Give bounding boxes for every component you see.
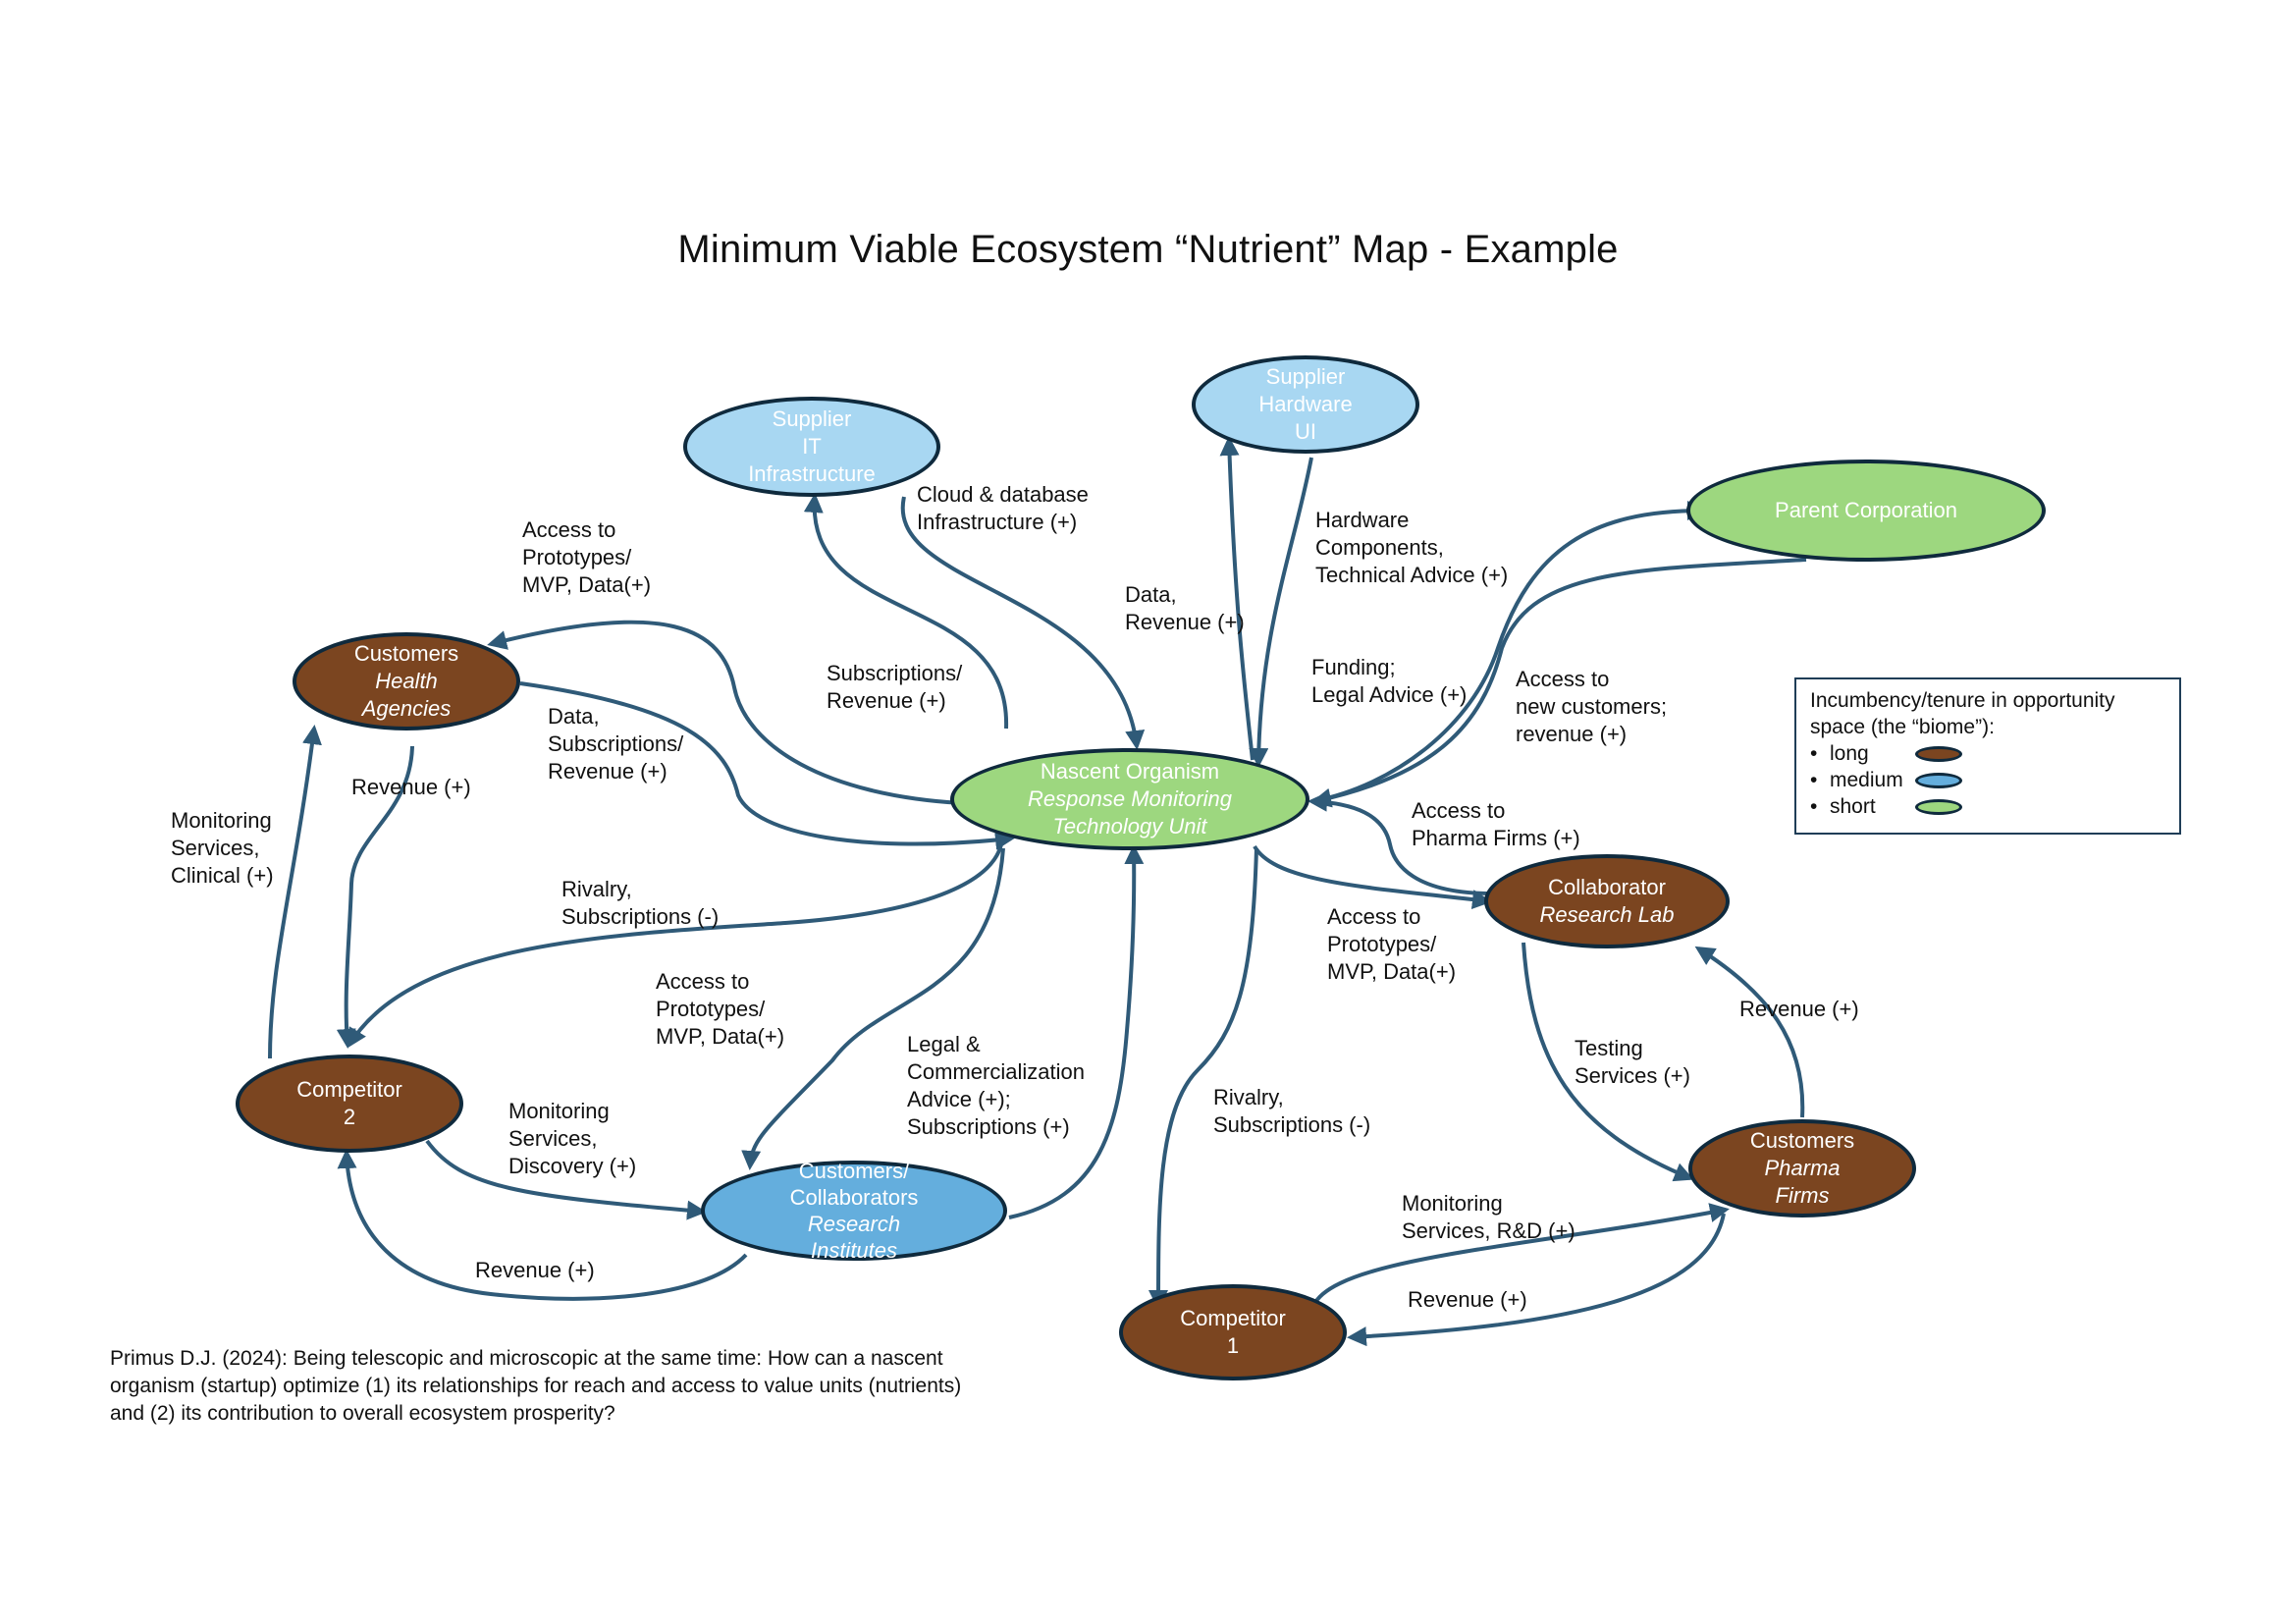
node-line: UI bbox=[1295, 419, 1316, 444]
node-parent-corporation: Parent Corporation bbox=[1686, 460, 2046, 562]
node-supplier-it: Supplier IT Infrastructure bbox=[683, 397, 940, 497]
node-sub: Response Monitoring bbox=[1028, 786, 1232, 811]
legend-item-label: short bbox=[1830, 795, 1876, 818]
citation-line: and (2) its contribution to overall ecos… bbox=[110, 1402, 615, 1425]
node-collaborator-research-lab: Collaborator Research Lab bbox=[1484, 854, 1730, 948]
edge-pharma-to-collab-lab bbox=[1694, 946, 1805, 1118]
edge-competitor1-to-pharma bbox=[1311, 1203, 1730, 1307]
node-line: Parent Corporation bbox=[1775, 498, 1957, 522]
node-sub: Pharma bbox=[1764, 1156, 1841, 1180]
edge-label-funding-legal: Funding;Legal Advice (+) bbox=[1311, 655, 1468, 707]
node-line: 2 bbox=[343, 1105, 356, 1129]
edge-nascent-to-health bbox=[487, 620, 963, 805]
edge-label-data-subscriptions: Data,Subscriptions/Revenue (+) bbox=[548, 704, 684, 784]
node-sub: Institutes bbox=[810, 1238, 898, 1263]
legend-swatch-medium bbox=[1915, 773, 1962, 788]
legend: Incumbency/tenure in opportunity space (… bbox=[1794, 677, 2181, 835]
edge-label-data-revenue: Data,Revenue (+) bbox=[1125, 582, 1245, 634]
edge-nascent-to-supplier-hw bbox=[1219, 436, 1255, 761]
node-label: Customers/ bbox=[798, 1159, 910, 1183]
node-competitor-2: Competitor 2 bbox=[236, 1055, 463, 1153]
edge-nascent-to-institutes bbox=[741, 847, 1005, 1170]
node-customers-pharma-firms: Customers Pharma Firms bbox=[1688, 1119, 1916, 1217]
node-label: Nascent Organism bbox=[1040, 759, 1220, 784]
edge-label-rivalry-competitor2: Rivalry,Subscriptions (-) bbox=[561, 877, 720, 929]
edge-label-subscriptions-revenue: Subscriptions/Revenue (+) bbox=[827, 661, 963, 713]
node-sub: Firms bbox=[1775, 1183, 1830, 1208]
node-supplier-hardware: Supplier Hardware UI bbox=[1192, 355, 1419, 454]
edge-health-to-nascent bbox=[519, 681, 1015, 850]
edge-collab-lab-to-pharma bbox=[1522, 942, 1694, 1182]
legend-swatch-short bbox=[1915, 799, 1962, 815]
node-customers-research-institutes: Customers/ Collaborators Research Instit… bbox=[701, 1159, 1007, 1263]
citation-line: Primus D.J. (2024): Being telescopic and… bbox=[110, 1347, 943, 1370]
node-line: Infrastructure bbox=[748, 461, 876, 486]
citation: Primus D.J. (2024): Being telescopic and… bbox=[110, 1345, 961, 1428]
edge-nascent-to-competitor2 bbox=[347, 843, 1003, 1049]
node-label: Collaborator bbox=[1548, 875, 1666, 899]
edge-supplier-hw-to-nascent bbox=[1249, 457, 1313, 768]
legend-item-label: medium bbox=[1830, 769, 1903, 791]
edge-pharma-to-competitor1 bbox=[1347, 1213, 1726, 1347]
legend-item-short: short bbox=[1810, 793, 2165, 820]
node-sub: Research bbox=[807, 1212, 901, 1236]
edge-label-revenue-competitor2: Revenue (+) bbox=[475, 1258, 595, 1282]
node-competitor-1: Competitor 1 bbox=[1119, 1284, 1347, 1380]
node-line: Competitor bbox=[1180, 1306, 1286, 1330]
citation-line: organism (startup) optimize (1) its rela… bbox=[110, 1375, 962, 1397]
node-customers-health-agencies: Customers Health Agencies bbox=[293, 632, 520, 730]
edge-label-rivalry-competitor1: Rivalry,Subscriptions (-) bbox=[1213, 1085, 1371, 1137]
legend-heading: Incumbency/tenure in opportunity bbox=[1810, 689, 2115, 712]
edge-nascent-to-competitor1 bbox=[1148, 847, 1258, 1310]
legend-heading: space (the “biome”): bbox=[1810, 716, 1995, 738]
node-nascent-organism: Nascent Organism Response Monitoring Tec… bbox=[950, 748, 1309, 850]
legend-item-long: long bbox=[1810, 740, 2165, 767]
node-label: Collaborators bbox=[789, 1185, 919, 1210]
edge-competitor2-to-institutes bbox=[425, 1139, 707, 1220]
edge-nascent-to-supplier-it bbox=[803, 493, 1009, 730]
node-line: Competitor bbox=[296, 1077, 402, 1102]
edge-label-revenue-health: Revenue (+) bbox=[351, 775, 471, 799]
node-line: Supplier bbox=[1265, 364, 1346, 389]
edge-nascent-to-collab-lab bbox=[1253, 844, 1492, 910]
node-line: IT bbox=[802, 434, 822, 459]
edge-label-revenue-lab: Revenue (+) bbox=[1739, 997, 1859, 1021]
edge-label-revenue-competitor1: Revenue (+) bbox=[1408, 1287, 1527, 1312]
legend-swatch-long bbox=[1915, 746, 1962, 762]
diagram-title: Minimum Viable Ecosystem “Nutrient” Map … bbox=[677, 228, 1619, 271]
legend-item-label: long bbox=[1830, 742, 1869, 765]
node-line: Hardware bbox=[1258, 392, 1353, 416]
node-line: Supplier bbox=[772, 406, 852, 431]
edge-institutes-to-nascent bbox=[1008, 844, 1145, 1219]
edge-nascent-to-parent bbox=[1312, 501, 1707, 803]
node-sub: Technology Unit bbox=[1052, 814, 1207, 839]
node-line: 1 bbox=[1226, 1333, 1240, 1358]
legend-item-medium: medium bbox=[1810, 767, 2165, 793]
edge-competitor2-to-health bbox=[268, 725, 322, 1059]
edge-collab-lab-to-nascent bbox=[1308, 791, 1493, 895]
node-sub: Health bbox=[375, 669, 438, 693]
edge-parent-to-nascent bbox=[1311, 558, 1807, 808]
node-label: Customers bbox=[353, 641, 459, 666]
node-label: Customers bbox=[1749, 1128, 1855, 1153]
edge-institutes-to-competitor2 bbox=[337, 1149, 748, 1301]
edge-health-to-competitor2 bbox=[336, 745, 414, 1049]
node-sub: Agencies bbox=[361, 696, 452, 721]
edge-supplier-it-to-nascent bbox=[900, 496, 1146, 750]
node-sub: Research Lab bbox=[1539, 902, 1675, 927]
